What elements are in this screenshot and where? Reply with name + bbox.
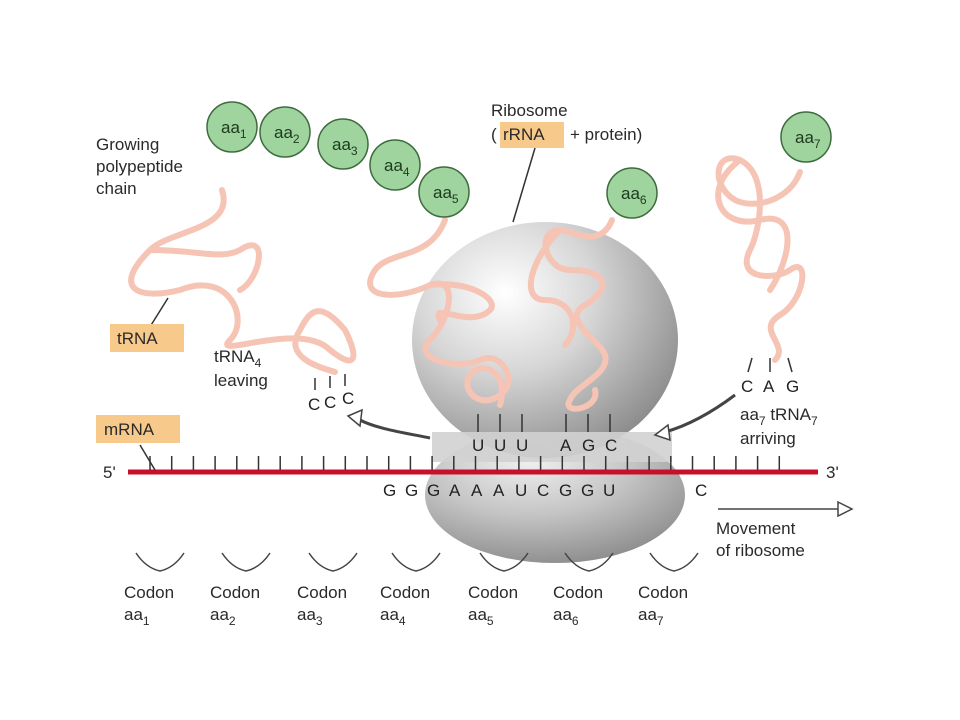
trna-site1 (367, 217, 512, 408)
codon-labels: Codon aa1 Codon aa2 Codon aa3 Codon aa4 Codon aa5… (124, 552, 699, 628)
mrna-base-3: G (427, 481, 440, 500)
rrna-highlight (500, 122, 564, 148)
amino-acid-1: aa1 (206, 101, 258, 153)
anticodon-leaving-1: C (308, 395, 320, 414)
ribosome-large-subunit (412, 222, 678, 458)
labels: Growing polypeptide chain Ribosome ( rRN… (96, 101, 822, 560)
arriving-label: aa7 tRNA7 arriving (740, 405, 822, 448)
mrna-base-2: G (405, 481, 418, 500)
rrna-label: rRNA (503, 125, 545, 144)
codon-aa-label: aa5 (468, 605, 494, 628)
mrna-base-4: A (449, 481, 461, 500)
svg-text:aa4: aa4 (384, 156, 410, 179)
ribosome-groove (432, 432, 672, 462)
arrows (346, 393, 854, 518)
mrna-base-11: U (603, 481, 615, 500)
codon-aa-label: aa4 (380, 605, 406, 628)
mrna-base-6: A (493, 481, 505, 500)
ribosome-rest-label: + protein) (570, 125, 642, 144)
anticodon-site1-2: U (494, 436, 506, 455)
ribosome (412, 222, 685, 563)
codon-label: Codon (124, 583, 174, 602)
leaving-arrow (359, 418, 431, 440)
anticodons: C C C U U U A G C C A G (308, 377, 799, 455)
trna-arriving (715, 155, 806, 363)
amino-acid-4: aa4 (369, 139, 421, 191)
mrna-base-8: C (537, 481, 549, 500)
codon-label: Codon (210, 583, 260, 602)
trna-label: tRNA (117, 329, 158, 348)
mrna-strand: 5' 3' (103, 456, 839, 482)
amino-acid-7: aa7 (780, 111, 832, 163)
anticodon-site2-2: G (582, 436, 595, 455)
anticodon-leaving-3: C (342, 389, 354, 408)
amino-acid-6: aa6 (606, 167, 658, 219)
svg-text:aa1: aa1 (221, 118, 247, 141)
svg-text:aa2: aa2 (274, 123, 300, 146)
codon-brace (391, 552, 441, 572)
codon-brace (135, 552, 185, 572)
trna-site2 (527, 217, 615, 412)
mrna-base-10: G (581, 481, 594, 500)
codon-brace (564, 552, 614, 572)
anticodon-site2-3: C (605, 436, 617, 455)
anticodon-arriving-3: G (786, 377, 799, 396)
trna4-leaving-label: tRNA4 leaving (214, 347, 268, 390)
mrna-ticks (149, 456, 781, 470)
codon-brace (649, 552, 699, 572)
amino-acid-3: aa3 (317, 118, 369, 170)
five-prime-label: 5' (103, 463, 116, 482)
mrna-base-12: C (695, 481, 707, 500)
amino-acids: aa1 aa2 aa3 aa4 aa5 aa6 aa7 (206, 101, 832, 219)
codon-aa-label: aa1 (124, 605, 150, 628)
svg-text:aa6: aa6 (621, 184, 647, 207)
codon-aa-label: aa2 (210, 605, 236, 628)
codon-label: Codon (380, 583, 430, 602)
codon-brace (221, 552, 271, 572)
ribosome-label: Ribosome (491, 101, 568, 120)
codon-aa-label: aa7 (638, 605, 664, 628)
mrna-base-1: G (383, 481, 396, 500)
arriving-arrow (664, 393, 736, 434)
ribosome-paren-open: ( (491, 125, 497, 144)
anticodon-site1-1: U (472, 436, 484, 455)
codon-aa-label: aa6 (553, 605, 579, 628)
anticodon-arriving-2: A (763, 377, 775, 396)
anticodon-site2-1: A (560, 436, 572, 455)
mrna-base-5: A (471, 481, 483, 500)
codon-label: Codon (638, 583, 688, 602)
codon-label: Codon (468, 583, 518, 602)
codon-label: Codon (553, 583, 603, 602)
amino-acid-2: aa2 (259, 106, 311, 158)
anticodon-stems (314, 357, 793, 432)
three-prime-label: 3' (826, 463, 839, 482)
svg-text:aa5: aa5 (433, 183, 459, 206)
mrna-highlight (96, 415, 180, 443)
anticodon-leaving-2: C (324, 393, 336, 412)
codon-brace (479, 552, 529, 572)
codon-brace (308, 552, 358, 572)
movement-label: Movement of ribosome (716, 519, 805, 560)
codon-label: Codon (297, 583, 347, 602)
growing-chain-label: Growing polypeptide chain (96, 135, 188, 198)
svg-text:aa3: aa3 (332, 135, 358, 158)
svg-text:aa7: aa7 (795, 128, 821, 151)
trna-leaving (128, 187, 357, 375)
anticodon-site1-3: U (516, 436, 528, 455)
mrna-label: mRNA (104, 420, 155, 439)
mrna-base-7: U (515, 481, 527, 500)
trna-highlight (110, 324, 184, 352)
amino-acid-5: aa5 (418, 166, 470, 218)
mrna-sequence: G G G A A A U C G G U C (383, 481, 707, 500)
codon-aa-label: aa3 (297, 605, 323, 628)
mrna-base-9: G (559, 481, 572, 500)
anticodon-arriving-1: C (741, 377, 753, 396)
trna-molecules (128, 155, 806, 412)
